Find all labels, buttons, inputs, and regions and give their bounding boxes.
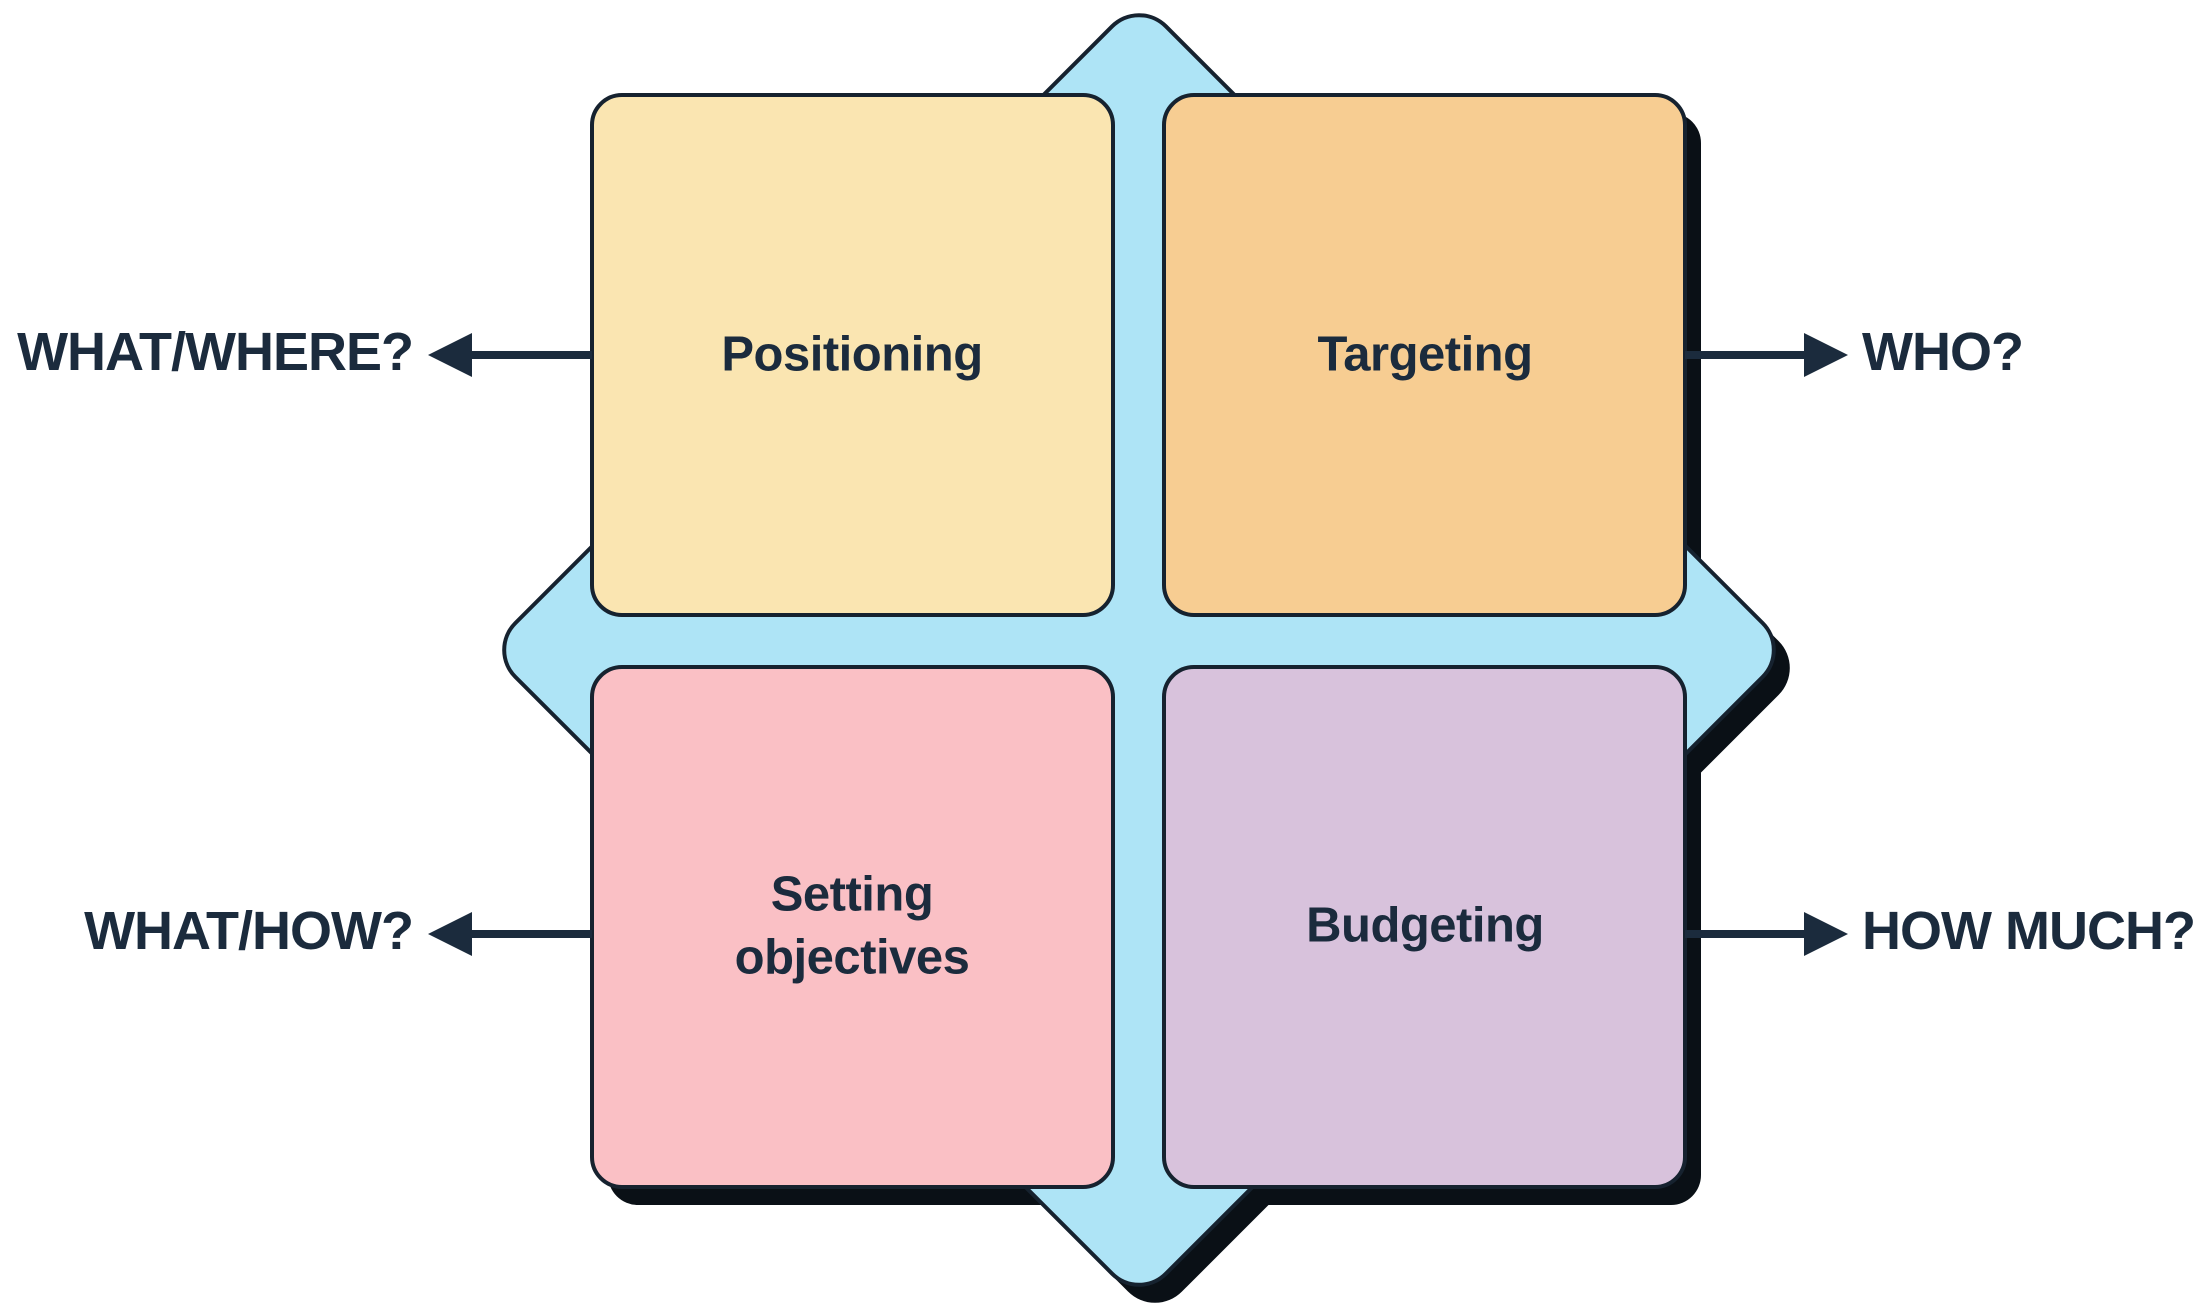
quadrant-card-budgeting [1162, 665, 1687, 1189]
arrow-line [468, 351, 592, 359]
arrow-left-icon [428, 333, 472, 377]
quadrant-title-setting-objectives: Setting objectives [734, 867, 970, 984]
quadrant-title-positioning: Positioning [721, 327, 983, 382]
arrow-line [468, 930, 592, 938]
question-label-how-much: HOW MUCH? [1862, 900, 2196, 961]
question-label-what-where: WHAT/WHERE? [17, 321, 414, 382]
arrow-right-icon [1804, 333, 1848, 377]
question-label-what-how: WHAT/HOW? [84, 900, 414, 961]
arrow-left-icon [428, 912, 472, 956]
quadrant-card-setting-objectives [590, 665, 1115, 1189]
arrow-who [1685, 333, 1848, 377]
arrow-line [1685, 351, 1806, 359]
quadrant-title-targeting: Targeting [1317, 327, 1533, 382]
arrow-how-much [1685, 912, 1848, 956]
arrow-what-how [428, 912, 592, 956]
arrow-right-icon [1804, 912, 1848, 956]
arrow-line [1685, 930, 1806, 938]
arrow-what-where [428, 333, 592, 377]
quadrant-title-budgeting: Budgeting [1306, 898, 1544, 953]
question-label-who: WHO? [1862, 321, 2024, 382]
